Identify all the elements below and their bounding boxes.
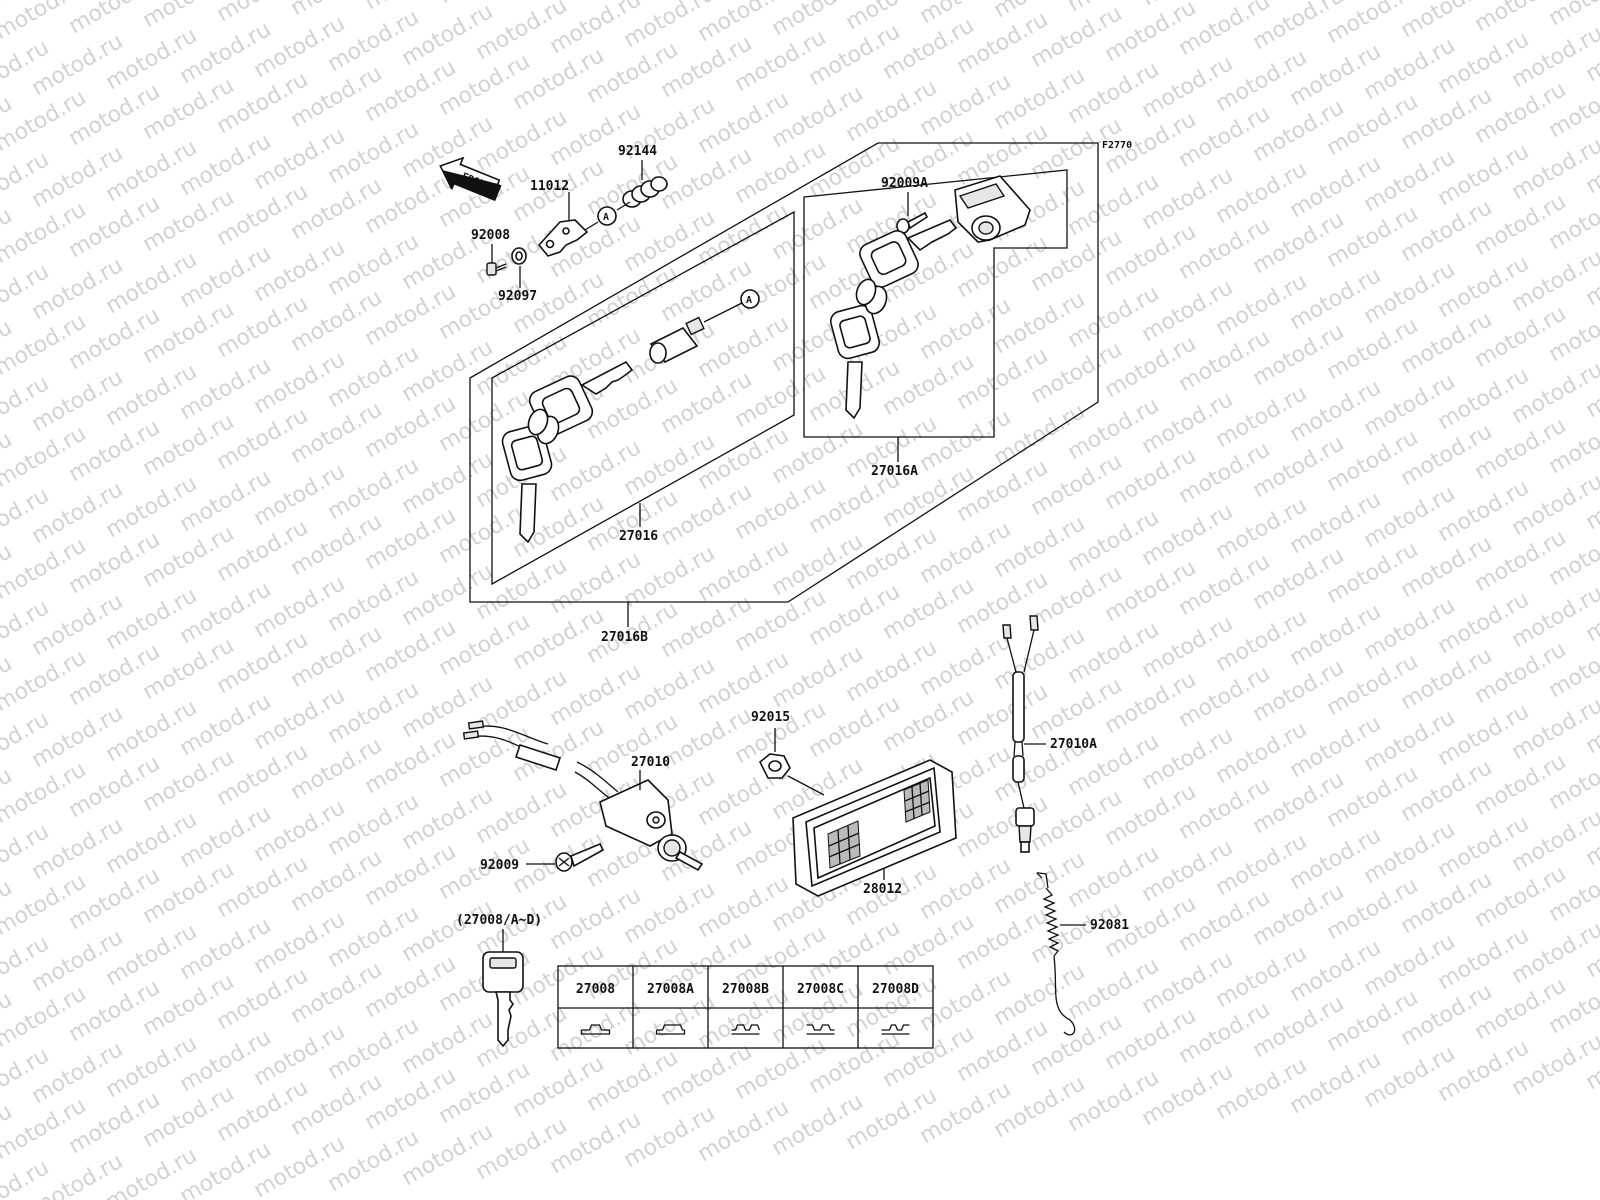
lamp-28012: [792, 759, 957, 897]
key-cut-icon: [881, 1024, 910, 1035]
key-cut-icon: [731, 1024, 761, 1035]
kit-outline-27016b: [469, 142, 1099, 603]
callout-27016b: 27016B: [601, 630, 648, 645]
callout-27010a: 27010A: [1050, 737, 1097, 752]
key-table-header: 27008: [576, 982, 615, 997]
callout-27016a: 27016A: [871, 464, 918, 479]
key-table-header: 27008A: [647, 982, 694, 997]
figure-code: F2770: [1102, 140, 1132, 151]
lock-plate-11012: [537, 219, 589, 257]
callout-92009a: 92009A: [881, 176, 928, 191]
callout-92144: 92144: [618, 144, 657, 159]
key-code-table: 27008 27008A 27008B 27008C 27008D: [557, 965, 934, 1049]
reference-circle-a-upper: A: [597, 206, 617, 226]
screw-92009a: [896, 211, 929, 234]
switch-27010a: [1002, 615, 1039, 853]
callout-11012: 11012: [530, 179, 569, 194]
washer-92097: [511, 247, 527, 265]
kit-outline-27016a: [803, 169, 1068, 438]
lamp-grid-left: [827, 820, 861, 869]
svg-text:A: A: [603, 212, 609, 223]
key-cut-icon: [580, 1024, 611, 1035]
callout-28012: 28012: [863, 882, 902, 897]
reference-circle-a-lower: A: [740, 289, 760, 309]
key-table-header: 27008B: [722, 982, 769, 997]
callout-27016: 27016: [619, 529, 658, 544]
screw-92008: [486, 262, 507, 276]
front-arrow-icon: FRONT: [439, 156, 502, 202]
screw-92009: [555, 842, 605, 872]
key-cut-icon: [655, 1024, 686, 1035]
kit-outline-27016: [491, 210, 795, 586]
key-table-header: 27008D: [872, 982, 919, 997]
callout-92009: 92009: [480, 858, 519, 873]
lock-cylinder: [649, 316, 705, 364]
key-pair-27016: [501, 360, 634, 544]
switch-27010: [462, 720, 704, 872]
callout-92081: 92081: [1090, 918, 1129, 933]
spring-92081: [1036, 872, 1076, 1036]
lamp-grid-right: [903, 779, 931, 823]
callout-92015: 92015: [751, 710, 790, 725]
callout-92008: 92008: [471, 228, 510, 243]
key-cut-icon: [806, 1024, 835, 1035]
key-table-border: [557, 965, 934, 1049]
nut-92015: [758, 753, 791, 779]
callout-27010: 27010: [631, 755, 670, 770]
switch-housing-27016a: [954, 175, 1031, 243]
key-blank-27008: [482, 951, 524, 1048]
callout-key-group: (27008/A~D): [456, 913, 542, 928]
key-table-header: 27008C: [797, 982, 844, 997]
callout-92097: 92097: [498, 289, 537, 304]
key-pair-27016a: [829, 219, 958, 420]
svg-text:A: A: [746, 295, 752, 306]
